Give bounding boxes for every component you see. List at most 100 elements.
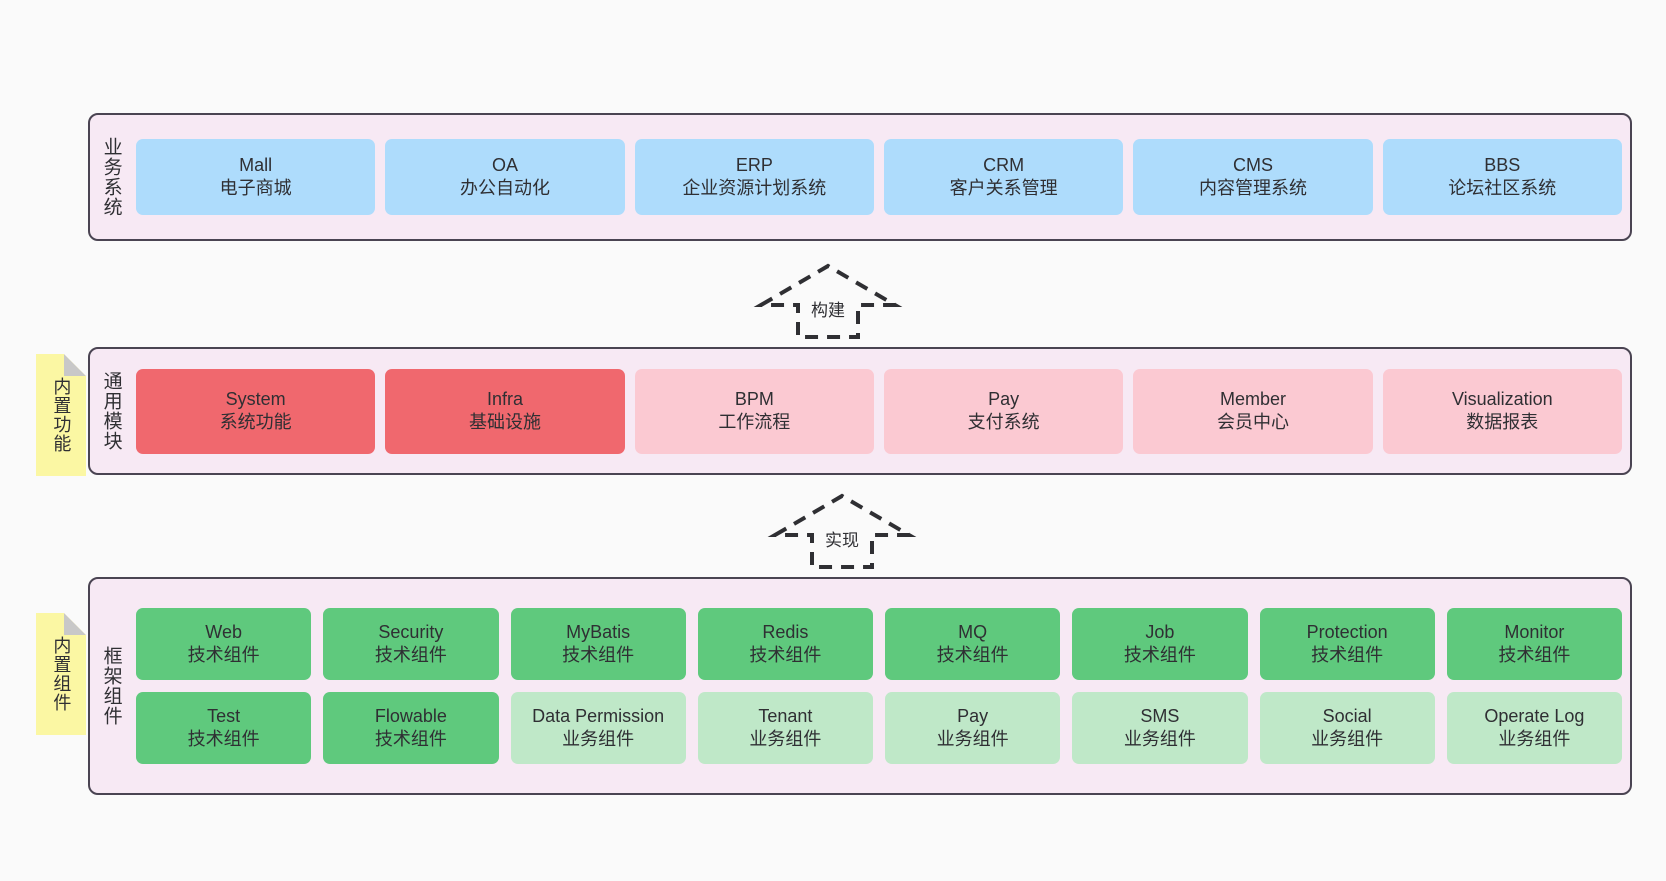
card-title: Job — [1145, 621, 1175, 642]
card-title: Tenant — [758, 705, 813, 726]
card-subtitle: 技术组件 — [1498, 645, 1571, 665]
note-builtin-components: 内置组件 — [36, 613, 86, 735]
card-title: Member — [1219, 388, 1286, 409]
card-subtitle: 技术组件 — [374, 729, 447, 749]
note-builtin-features: 内置功能 — [36, 354, 86, 476]
card-title: Test — [207, 705, 241, 726]
card-pay-component[interactable]: Pay 业务组件 — [885, 692, 1061, 764]
card-subtitle: 技术组件 — [374, 645, 447, 665]
card-title: Pay — [957, 705, 989, 726]
layer-body-business-systems: Mall 电子商城 OA 办公自动化 ERP 企业资源计划系统 CRM 客户关系… — [132, 115, 1630, 239]
layer-body-framework-components: Web 技术组件 Security 技术组件 MyBatis 技术组件 Redi… — [132, 579, 1630, 793]
card-security[interactable]: Security 技术组件 — [323, 608, 499, 680]
card-title: Mall — [239, 154, 273, 175]
card-title: Data Permission — [532, 705, 665, 726]
connector-build-arrow-icon — [753, 263, 903, 339]
note-builtin-components-label: 内置组件 — [51, 636, 72, 712]
card-mall[interactable]: Mall 电子商城 — [136, 139, 376, 215]
connector-implement: 实现 — [767, 492, 917, 570]
card-redis[interactable]: Redis 技术组件 — [697, 608, 873, 680]
framework-row-technical: Web 技术组件 Security 技术组件 MyBatis 技术组件 Redi… — [136, 608, 1622, 680]
connector-implement-label: 实现 — [825, 531, 859, 550]
card-subtitle: 支付系统 — [967, 412, 1040, 432]
card-infra[interactable]: Infra 基础设施 — [385, 368, 625, 454]
card-subtitle: 内容管理系统 — [1198, 178, 1307, 198]
card-system[interactable]: System 系统功能 — [136, 368, 376, 454]
card-subtitle: 基础设施 — [468, 412, 541, 432]
card-subtitle: 企业资源计划系统 — [682, 178, 827, 198]
card-subtitle: 论坛社区系统 — [1448, 178, 1557, 198]
card-subtitle: 工作流程 — [718, 412, 791, 432]
card-erp[interactable]: ERP 企业资源计划系统 — [634, 139, 874, 215]
card-cms[interactable]: CMS 内容管理系统 — [1133, 139, 1373, 215]
card-subtitle: 技术组件 — [187, 645, 260, 665]
layer-body-common-modules: System 系统功能 Infra 基础设施 BPM 工作流程 Pay 支付系统… — [132, 349, 1630, 473]
layer-framework-components: 框架组件 Web 技术组件 Security 技术组件 MyBatis 技术组件… — [88, 577, 1632, 795]
card-title: ERP — [735, 154, 773, 175]
card-subtitle: 数据报表 — [1466, 412, 1539, 432]
card-title: MQ — [958, 621, 988, 642]
card-subtitle: 客户关系管理 — [949, 178, 1058, 198]
card-subtitle: 办公自动化 — [459, 178, 550, 198]
connector-build-label: 构建 — [811, 301, 845, 320]
card-title: Operate Log — [1484, 705, 1585, 726]
card-title: System — [225, 388, 286, 409]
card-title: BBS — [1484, 154, 1521, 175]
card-pay-module[interactable]: Pay 支付系统 — [883, 368, 1124, 454]
card-title: CRM — [983, 154, 1025, 175]
card-title: Security — [378, 621, 444, 642]
card-subtitle: 电子商城 — [219, 178, 292, 198]
framework-row-business: Test 技术组件 Flowable 技术组件 Data Permission … — [136, 692, 1622, 764]
card-title: MyBatis — [566, 621, 631, 642]
card-oa[interactable]: OA 办公自动化 — [385, 139, 625, 215]
card-title: Protection — [1306, 621, 1388, 642]
card-crm[interactable]: CRM 客户关系管理 — [883, 139, 1124, 215]
card-subtitle: 业务组件 — [562, 729, 635, 749]
card-title: Redis — [762, 621, 809, 642]
card-data-permission[interactable]: Data Permission 业务组件 — [510, 692, 686, 764]
layer-label-business-systems: 业务系统 — [100, 137, 122, 217]
card-subtitle: 技术组件 — [936, 645, 1009, 665]
card-subtitle: 系统功能 — [219, 412, 292, 432]
card-title: BPM — [734, 388, 774, 409]
note-builtin-features-label: 内置功能 — [51, 377, 72, 453]
card-title: Flowable — [374, 705, 447, 726]
card-subtitle: 业务组件 — [1123, 729, 1196, 749]
card-tenant[interactable]: Tenant 业务组件 — [697, 692, 873, 764]
card-visualization[interactable]: Visualization 数据报表 — [1382, 368, 1622, 454]
card-subtitle: 技术组件 — [749, 645, 822, 665]
card-subtitle: 技术组件 — [562, 645, 635, 665]
layer-business-systems: 业务系统 Mall 电子商城 OA 办公自动化 ERP 企业资源计划系统 CRM… — [88, 113, 1632, 241]
layer-common-modules: 通用模块 System 系统功能 Infra 基础设施 BPM 工作流程 Pay… — [88, 347, 1632, 475]
card-sms[interactable]: SMS 业务组件 — [1072, 692, 1248, 764]
card-monitor[interactable]: Monitor 技术组件 — [1446, 608, 1622, 680]
card-subtitle: 技术组件 — [1123, 645, 1196, 665]
card-test[interactable]: Test 技术组件 — [136, 692, 312, 764]
card-subtitle: 技术组件 — [1311, 645, 1384, 665]
note-fold-corner-icon — [64, 613, 86, 635]
card-protection[interactable]: Protection 技术组件 — [1259, 608, 1435, 680]
layer-label-framework-components: 框架组件 — [100, 646, 122, 726]
card-title: CMS — [1232, 154, 1273, 175]
card-job[interactable]: Job 技术组件 — [1072, 608, 1248, 680]
card-bbs[interactable]: BBS 论坛社区系统 — [1382, 139, 1622, 215]
card-member[interactable]: Member 会员中心 — [1133, 368, 1373, 454]
card-mq[interactable]: MQ 技术组件 — [885, 608, 1061, 680]
card-mybatis[interactable]: MyBatis 技术组件 — [510, 608, 686, 680]
card-title: Social — [1322, 705, 1372, 726]
connector-build: 构建 — [753, 262, 903, 340]
card-operate-log[interactable]: Operate Log 业务组件 — [1446, 692, 1622, 764]
card-title: Visualization — [1451, 388, 1553, 409]
card-subtitle: 业务组件 — [1311, 729, 1384, 749]
card-social[interactable]: Social 业务组件 — [1259, 692, 1435, 764]
note-fold-corner-icon — [64, 354, 86, 376]
card-title: SMS — [1140, 705, 1180, 726]
card-subtitle: 会员中心 — [1216, 412, 1289, 432]
card-flowable[interactable]: Flowable 技术组件 — [323, 692, 499, 764]
card-web[interactable]: Web 技术组件 — [136, 608, 312, 680]
card-title: OA — [491, 154, 518, 175]
card-bpm[interactable]: BPM 工作流程 — [634, 368, 874, 454]
card-title: Web — [205, 621, 242, 642]
card-subtitle: 业务组件 — [749, 729, 822, 749]
